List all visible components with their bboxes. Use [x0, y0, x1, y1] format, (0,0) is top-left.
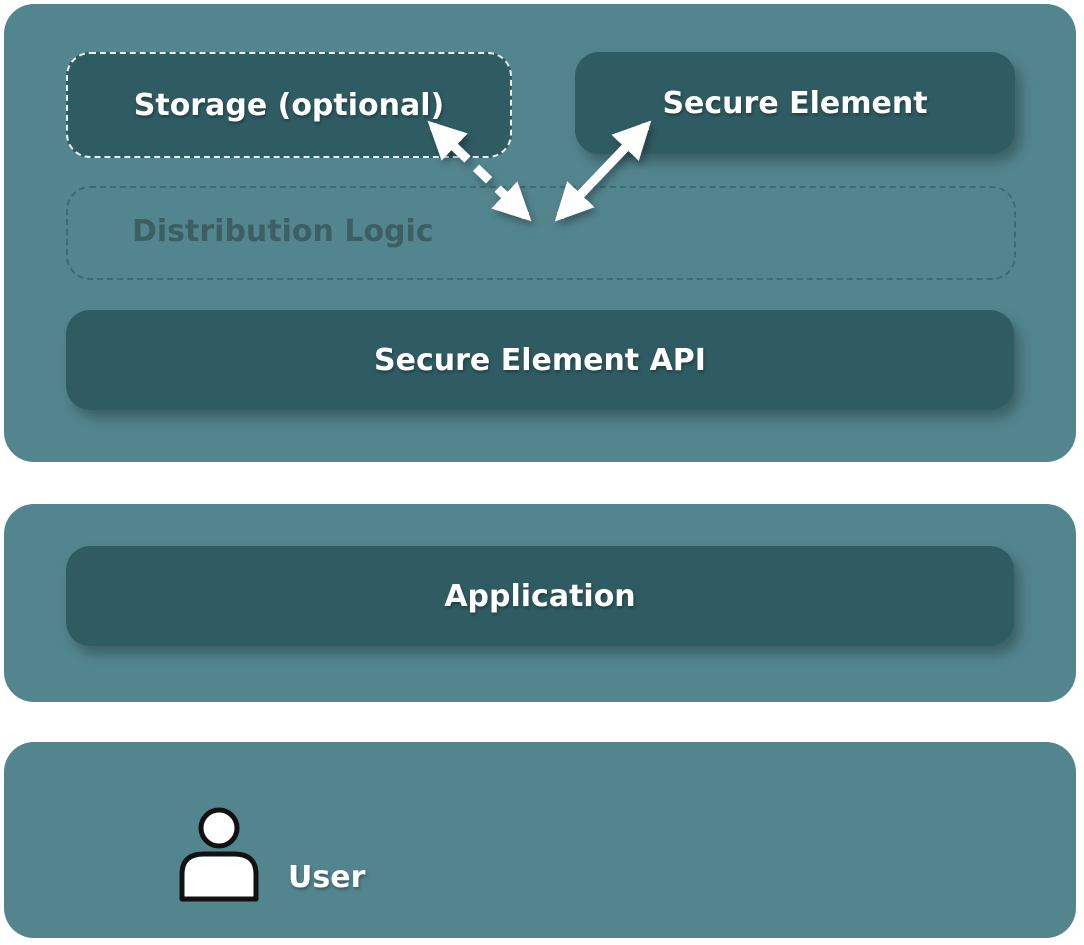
- distribution-logic-label: Distribution Logic: [132, 214, 434, 249]
- application-label: Application: [444, 578, 636, 614]
- secure-element-box: Secure Element: [575, 52, 1015, 154]
- secure-element-label: Secure Element: [662, 85, 928, 121]
- secure-element-distribution-arrow: [554, 120, 652, 222]
- secure-element-api-label: Secure Element API: [374, 342, 706, 378]
- user-label: User: [288, 860, 366, 895]
- storage-distribution-arrow: [427, 120, 532, 222]
- user-layer: [4, 742, 1076, 938]
- user-icon: [179, 807, 259, 902]
- storage-label: Storage (optional): [133, 87, 445, 123]
